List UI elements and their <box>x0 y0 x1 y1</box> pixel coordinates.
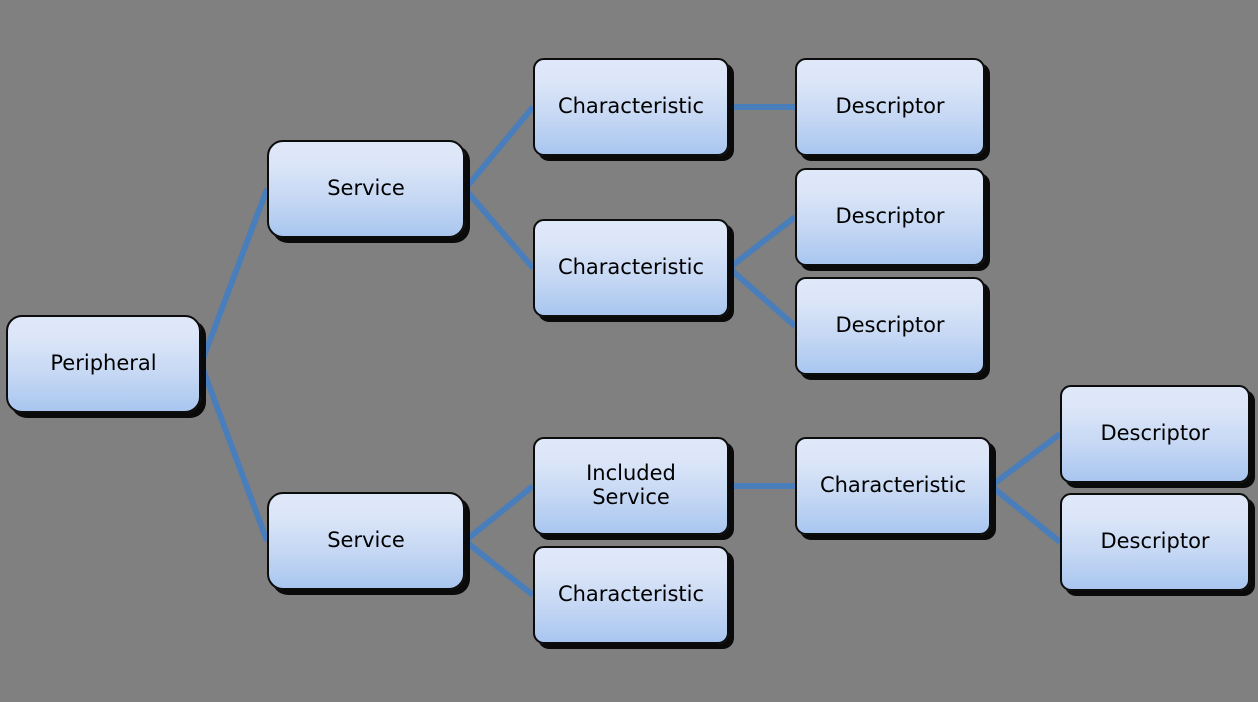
node-desc-5[interactable]: Descriptor <box>1060 493 1250 591</box>
connector-service-bottom-to-included-service <box>463 483 535 544</box>
connector-peripheral-to-service-top <box>198 187 270 366</box>
node-char-4[interactable]: Characteristic <box>795 437 991 535</box>
node-peripheral[interactable]: Peripheral <box>6 315 201 413</box>
node-desc-3[interactable]: Descriptor <box>795 277 985 375</box>
node-service-bottom[interactable]: Service <box>267 492 465 590</box>
node-char-2[interactable]: Characteristic <box>533 219 729 317</box>
connector-service-bottom-to-char-3 <box>463 538 535 598</box>
node-char-1[interactable]: Characteristic <box>533 58 729 156</box>
node-char-3[interactable]: Characteristic <box>533 546 729 644</box>
connector-char-4-to-desc-4 <box>989 431 1062 489</box>
node-desc-2[interactable]: Descriptor <box>795 168 985 266</box>
connector-service-top-to-char-1 <box>462 105 536 191</box>
connector-service-top-to-char-2 <box>462 187 536 270</box>
connector-peripheral-to-service-bottom <box>198 362 270 543</box>
node-included-service[interactable]: Included Service <box>533 437 729 535</box>
connector-char-2-to-desc-2 <box>727 214 797 271</box>
node-service-top[interactable]: Service <box>267 140 465 238</box>
node-desc-1[interactable]: Descriptor <box>795 58 985 156</box>
connector-char-4-to-desc-5 <box>989 483 1062 545</box>
connector-char-2-to-desc-3 <box>727 265 797 329</box>
node-desc-4[interactable]: Descriptor <box>1060 385 1250 483</box>
